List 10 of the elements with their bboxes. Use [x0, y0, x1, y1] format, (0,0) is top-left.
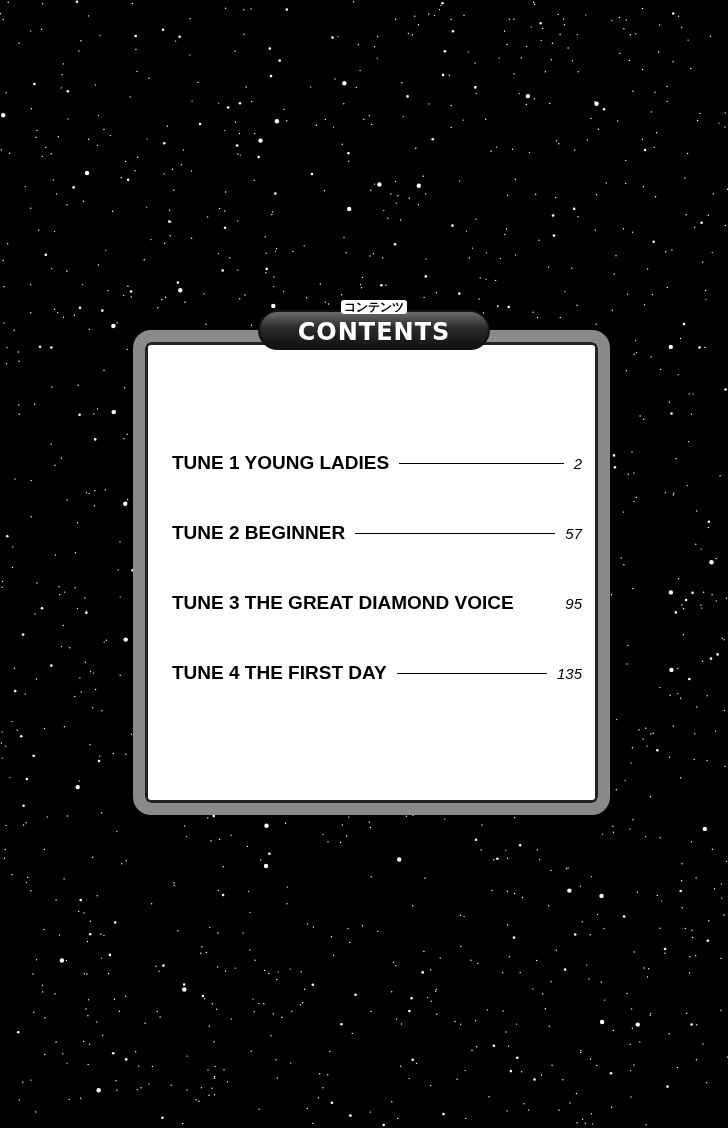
chapter-title: TUNE 2 BEGINNER [172, 522, 346, 544]
chapter-title: TUNE 4 THE FIRST DAY [172, 662, 387, 684]
page-number: 2 [573, 455, 582, 472]
heading: CONTENTS [297, 319, 451, 345]
page-number: 135 [556, 665, 582, 682]
page-number: 95 [565, 595, 582, 612]
page-number: 57 [565, 525, 582, 542]
chapter-title: TUNE 1 YOUNG LADIES [172, 452, 390, 474]
heading-kana: コンテンツ [341, 300, 407, 314]
chapter-title: TUNE 3 THE GREAT DIAMOND VOICE [172, 592, 514, 614]
